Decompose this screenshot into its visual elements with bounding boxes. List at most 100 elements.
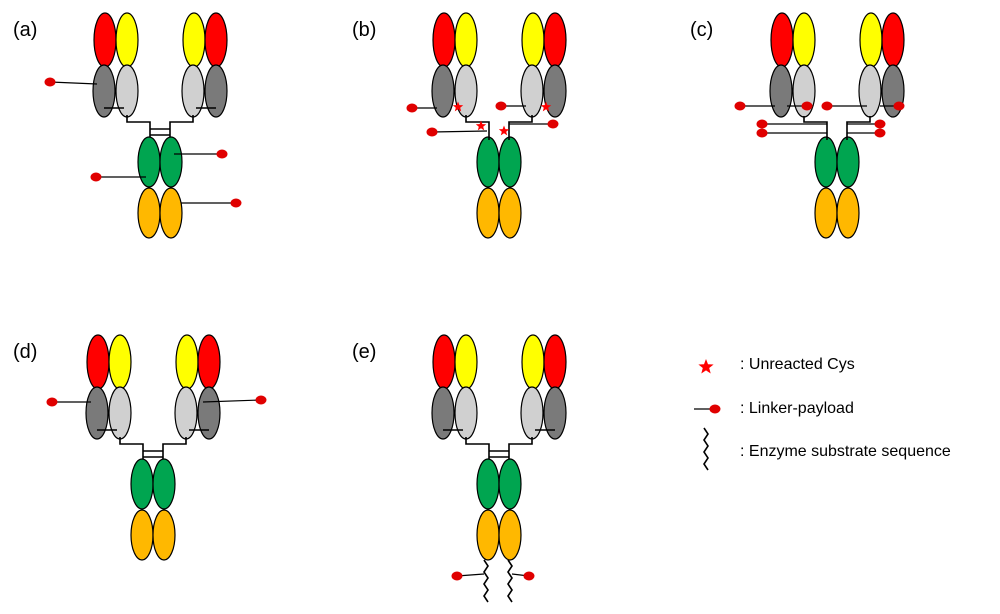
payload-a-4-dot [230, 198, 242, 208]
ch1-right [520, 386, 544, 440]
payload-b-1-dot [406, 103, 418, 113]
ch2-right [498, 136, 522, 188]
legend-linker-payload-label: : Linker-payload [740, 400, 854, 417]
panel-label-b: (b) [352, 19, 377, 41]
payload-a-1-dot [44, 77, 56, 87]
legend-enzyme-substrate-label: : Enzyme substrate sequence [740, 443, 951, 460]
ch3-left [137, 187, 161, 239]
legend-glyphs [694, 359, 721, 471]
antibody-b [406, 12, 567, 239]
ch2-left [476, 458, 500, 510]
cl-left [85, 386, 109, 440]
antibody-a [44, 12, 242, 239]
ch3-right [498, 509, 522, 561]
vh-left [108, 334, 132, 390]
vl-left [93, 12, 117, 68]
vl-right [204, 12, 228, 68]
payload-b-2-linker [431, 130, 488, 133]
ch3-right [836, 187, 860, 239]
hinge-left [465, 437, 490, 462]
ch2-left [130, 458, 154, 510]
vh-left [454, 334, 478, 390]
ch2-right [498, 458, 522, 510]
hinge-right [508, 437, 533, 462]
legend-zigzag-icon [703, 427, 709, 471]
vl-right [543, 334, 567, 390]
payload-b-2-dot [426, 127, 438, 137]
antibody-d [46, 334, 267, 561]
payload-c-3-dot [821, 101, 833, 111]
cl-right [543, 64, 567, 118]
vl-right [543, 12, 567, 68]
ch1-right [174, 386, 198, 440]
cl-left [769, 64, 793, 118]
vl-left [770, 12, 794, 68]
panel-label-d: (d) [13, 341, 38, 363]
payload-c-1-dot [734, 101, 746, 111]
vl-right [197, 334, 221, 390]
payload-c-7-dot [874, 119, 886, 129]
vl-left [86, 334, 110, 390]
cl-right [543, 386, 567, 440]
ch3-left [130, 509, 154, 561]
hinge-c-left [803, 116, 828, 140]
payload-c-8-dot [874, 128, 886, 138]
unreacted-cys-b-2 [475, 120, 487, 131]
payload-d-2-dot [255, 395, 267, 405]
ch1-left [115, 64, 139, 118]
antibody-e [431, 334, 567, 603]
vl-left [432, 12, 456, 68]
payload-c-6-dot [756, 128, 768, 138]
legend-unreacted-cys-label: : Unreacted Cys [740, 356, 855, 373]
ch2-right [152, 458, 176, 510]
ch2-left [814, 136, 838, 188]
payload-a-1-linker [49, 81, 98, 85]
ch1-left [454, 386, 478, 440]
enzyme-substrate-right [507, 559, 513, 603]
vh-right [182, 12, 206, 68]
panel-label-c: (c) [690, 19, 714, 41]
hinge-b-right [508, 115, 533, 140]
enzyme-substrate-left [483, 559, 489, 603]
ch2-left [137, 136, 161, 188]
payload-c-2-dot [801, 101, 813, 111]
unreacted-cys-b-4 [540, 101, 552, 112]
hinge-b-left [465, 115, 490, 140]
payload-a-2-dot [216, 149, 228, 159]
payload-c-5-dot [756, 119, 768, 129]
ch3-left [476, 187, 500, 239]
vl-left [432, 334, 456, 390]
hinge-right [169, 115, 194, 140]
vl-right [881, 12, 905, 68]
payload-e-1-dot [451, 571, 463, 581]
payload-b-3-dot [495, 101, 507, 111]
legend-linker-payload-icon-dot [709, 404, 721, 414]
panel-label-e: (e) [352, 341, 377, 363]
unreacted-cys-b-1 [452, 101, 464, 112]
ch1-right [520, 64, 544, 118]
vh-right [521, 334, 545, 390]
legend-star-icon [698, 359, 714, 374]
antibody-c [734, 12, 905, 239]
ch3-right [159, 187, 183, 239]
vh-left [454, 12, 478, 68]
hinge-left [119, 437, 144, 462]
ch1-right [181, 64, 205, 118]
ch2-right [836, 136, 860, 188]
payload-b-4-dot [547, 119, 559, 129]
payload-d-2-linker [202, 399, 262, 403]
panel-label-a: (a) [13, 19, 38, 41]
ch3-right [152, 509, 176, 561]
cl-left [92, 64, 116, 118]
ch2-right [159, 136, 183, 188]
cl-right [204, 64, 228, 118]
payload-e-2-dot [523, 571, 535, 581]
ch3-left [814, 187, 838, 239]
hinge-c-right [846, 116, 871, 140]
payload-a-3-dot [90, 172, 102, 182]
vh-right [175, 334, 199, 390]
hinge-right [162, 437, 187, 462]
ch3-right [498, 187, 522, 239]
ch1-left [108, 386, 132, 440]
